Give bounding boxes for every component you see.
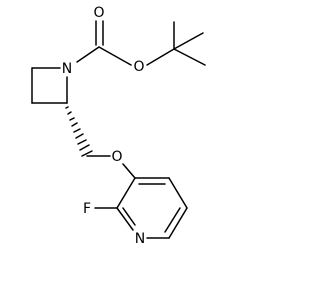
bond-py-inner-n-c2 bbox=[122, 207, 136, 226]
atom-label-o-ester: O bbox=[133, 59, 144, 75]
bond-carbonyl-n bbox=[76, 46, 100, 63]
atom-label-fluorine: F bbox=[83, 201, 91, 217]
bond-tbu-me-right-up bbox=[173, 32, 204, 50]
atom-label-o-carbonyl: O bbox=[93, 5, 104, 21]
atom-label-o-ether: O bbox=[111, 149, 122, 165]
bond-carbonyl-oester bbox=[98, 46, 132, 66]
bond-tbu-me-right-down bbox=[173, 48, 206, 66]
bond-oester-tbu bbox=[146, 48, 175, 66]
bond-py-c2-c3 bbox=[116, 177, 136, 209]
molecule-structure: O O N O F N bbox=[31, 5, 206, 247]
hashed-wedge-bond bbox=[65, 106, 93, 157]
bond-py-c4-c5 bbox=[168, 177, 188, 209]
bond-py-n-c2 bbox=[116, 207, 134, 231]
bond-oether-ring bbox=[122, 163, 136, 179]
atom-label-n-ring: N bbox=[62, 61, 72, 77]
bond-py-c5-c6 bbox=[168, 207, 188, 239]
atom-label-n-pyridine: N bbox=[135, 231, 145, 247]
bond-py-inner-c5-c6 bbox=[164, 207, 181, 233]
